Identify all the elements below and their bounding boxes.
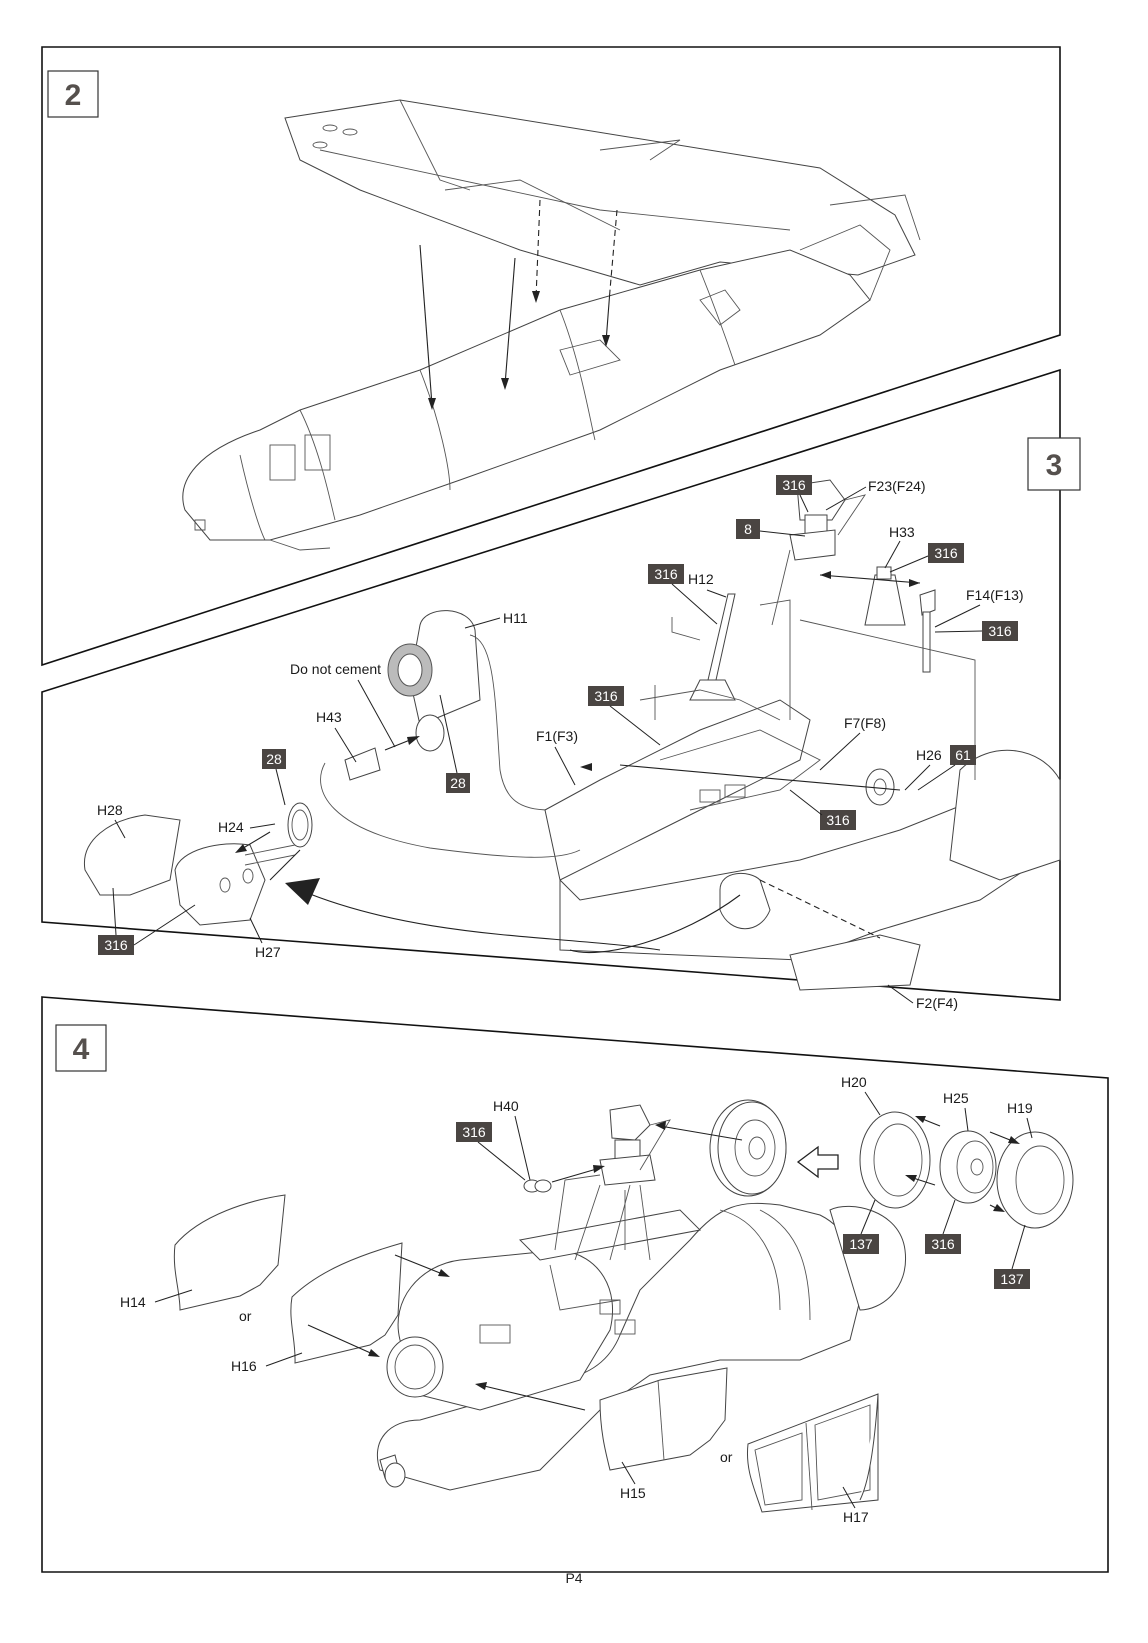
step-4-panel: 4: [41, 996, 1109, 1573]
rear-assembly-H27-drawing: [83, 802, 313, 926]
window-H16-drawing: [290, 1242, 403, 1364]
paint-tag-28: [446, 773, 470, 793]
hollow-arrow-icon: [796, 1145, 839, 1179]
upper-wing-assembly-drawing: [284, 99, 921, 286]
part-label-H11: H11: [503, 610, 528, 626]
paint-tag-316: [820, 810, 856, 830]
paint-tag-316: [98, 935, 134, 955]
part-label-H19: H19: [1007, 1100, 1033, 1116]
step-2-number-box: [47, 70, 99, 118]
paint-tag-61: [950, 745, 976, 765]
paint-tag-316-text: 316: [782, 477, 806, 493]
part-H11-drawing: [344, 610, 551, 811]
paint-tag-61-text: 61: [955, 747, 971, 763]
step-4-number: 4: [73, 1033, 90, 1066]
step-2-frame: [41, 46, 1061, 667]
part-label-F14: F14(F13): [966, 587, 1024, 603]
part-label-F7: F7(F8): [844, 715, 886, 731]
paint-tag-8: [736, 519, 760, 539]
paint-tag-316-text: 316: [934, 545, 958, 561]
part-label-H43: H43: [316, 709, 342, 725]
step-3-panel: 3: [41, 368, 1081, 1011]
part-label-H40: H40: [493, 1098, 519, 1114]
paint-tag-28-text: 28: [266, 751, 282, 767]
main-gear-leg-drawing: [771, 479, 936, 673]
part-label-H33: H33: [889, 524, 915, 540]
part-label-H26: H26: [916, 747, 942, 763]
paint-tag-316: [928, 543, 964, 563]
part-label-F2: F2(F4): [916, 995, 958, 1011]
paint-tag-28-text: 28: [450, 775, 466, 791]
paint-tag-137-text: 137: [849, 1236, 873, 1252]
paint-tag-316: [648, 564, 684, 584]
paint-tag-316-text: 316: [594, 688, 618, 704]
paint-tag-316-text: 316: [988, 623, 1012, 639]
paint-tag-316-text: 316: [654, 566, 678, 582]
paint-tag-8-text: 8: [744, 521, 752, 537]
paint-tag-316-text: 316: [462, 1124, 486, 1140]
step-3-number: 3: [1046, 449, 1063, 482]
part-label-H12: H12: [688, 571, 714, 587]
part-H40-drawing: [523, 1179, 552, 1193]
or-label: or: [720, 1449, 733, 1465]
step-4-number-box: [55, 1024, 107, 1072]
assembly-arrow: [419, 244, 433, 406]
paint-tag-316: [776, 475, 812, 495]
window-H14-drawing: [173, 1194, 286, 1311]
part-label-H20: H20: [841, 1074, 867, 1090]
note-do-not-cement: Do not cement: [290, 661, 381, 677]
part-label-H27: H27: [255, 944, 281, 960]
step-3-frame: [41, 368, 1061, 1001]
main-wheel-drawing: [709, 1099, 787, 1197]
paint-tag-137: [843, 1234, 879, 1254]
paint-tag-316-text: 316: [104, 937, 128, 953]
page-number: P4: [565, 1570, 583, 1586]
part-label-F23: F23(F24): [868, 478, 926, 494]
part-label-F1: F1(F3): [536, 728, 578, 744]
paint-tag-316-text: 316: [826, 812, 850, 828]
part-label-H16: H16: [231, 1358, 257, 1374]
paint-tag-28: [262, 749, 286, 769]
cabin-floor-F1-drawing: [544, 689, 1061, 991]
part-label-H14: H14: [120, 1294, 146, 1310]
paint-tag-316: [588, 686, 624, 706]
paint-tag-316: [456, 1122, 492, 1142]
strut-H12-drawing: [654, 593, 736, 720]
step-3-number-box: [1027, 437, 1081, 491]
step-4-frame: [41, 996, 1109, 1573]
door-H17-drawing: [746, 1393, 879, 1513]
paint-tag-137: [994, 1269, 1030, 1289]
helicopter-fuselage-drawing: [376, 1202, 906, 1491]
step-2-number: 2: [65, 79, 82, 112]
part-label-H25: H25: [943, 1090, 969, 1106]
wheel-hub-parts-drawing: [859, 1111, 1074, 1229]
paint-tag-316: [982, 621, 1018, 641]
part-label-H28: H28: [97, 802, 123, 818]
step-2-panel: 2: [41, 46, 1061, 667]
fuselage-drawing: [182, 224, 891, 551]
paint-tag-316: [925, 1234, 961, 1254]
part-label-H17: H17: [843, 1509, 869, 1525]
part-label-H15: H15: [620, 1485, 646, 1501]
landing-gear-strut-drawing: [554, 1104, 671, 1261]
door-H15-drawing: [599, 1367, 728, 1471]
paint-tag-316-text: 316: [931, 1236, 955, 1252]
paint-tag-137-text: 137: [1000, 1271, 1024, 1287]
or-label: or: [239, 1308, 252, 1324]
part-label-H24: H24: [218, 819, 244, 835]
